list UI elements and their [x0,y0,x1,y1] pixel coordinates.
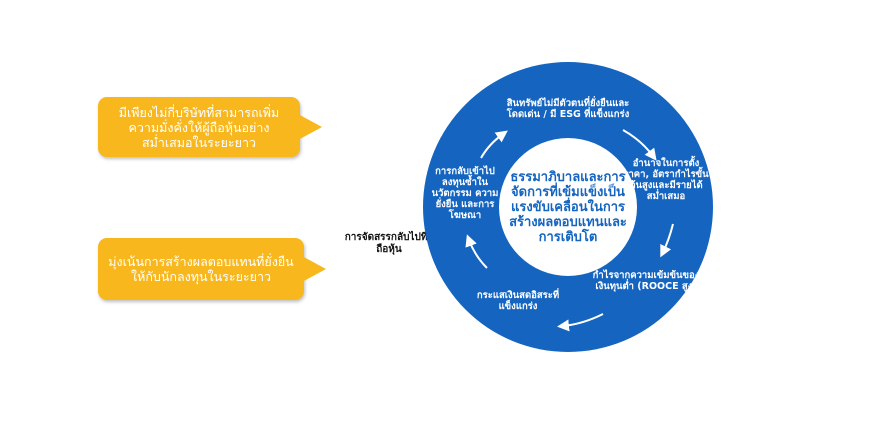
callout-text: มุ่งเน้นการสร้างผลตอบแทนที่ยั่งยืนให้กับ… [108,254,294,284]
callout-few-companies: มีเพียงไม่กี่บริษัทที่สามารถเพิ่มความมั่… [98,97,322,157]
segment-free-cash-flow: กระแสเงินสดอิสระที่แข็งแกร่ง [476,290,560,312]
callout-text: มีเพียงไม่กี่บริษัทที่สามารถเพิ่มความมั่… [118,104,280,150]
arrow-right [660,223,674,258]
segment-reinvestment: การกลับเข้าไปลงทุนซ้ำในนวัตกรรม ความยั่ง… [431,166,499,221]
callout-sustainable-returns: มุ่งเน้นการสร้างผลตอบแทนที่ยั่งยืนให้กับ… [98,238,326,300]
arrow-bottom [557,313,604,332]
shareholder-allocation-label: การจัดสรรกลับไปที่ผู้ถือหุ้น [344,232,434,255]
ring-center: ธรรมาภิบาลและการจัดการที่เข้มแข็งเป็นแรง… [499,138,637,276]
callout-pointer [298,114,322,140]
center-text: ธรรมาภิบาลและการจัดการที่เข้มแข็งเป็นแรง… [509,169,627,245]
cycle-ring: สินทรัพย์ไม่มีตัวตนที่ยั่งยืนและโดดเด่น … [423,62,713,352]
arrow-left [465,234,488,269]
segment-rooce: กำไรจากความเข้มข้นของเงินทุนต่ำ (ROOCE ส… [592,270,700,292]
cycle-arrows [465,129,674,332]
segment-intangible-assets: สินทรัพย์ไม่มีตัวตนที่ยั่งยืนและโดดเด่น … [506,98,630,120]
arrow-top-left [480,130,508,159]
segment-pricing-power: อำนาจในการตั้งราคา, อัตรากำไรขั้นต้นสูงแ… [623,158,709,202]
arrow-top-right [622,129,657,161]
callout-pointer [302,256,326,282]
